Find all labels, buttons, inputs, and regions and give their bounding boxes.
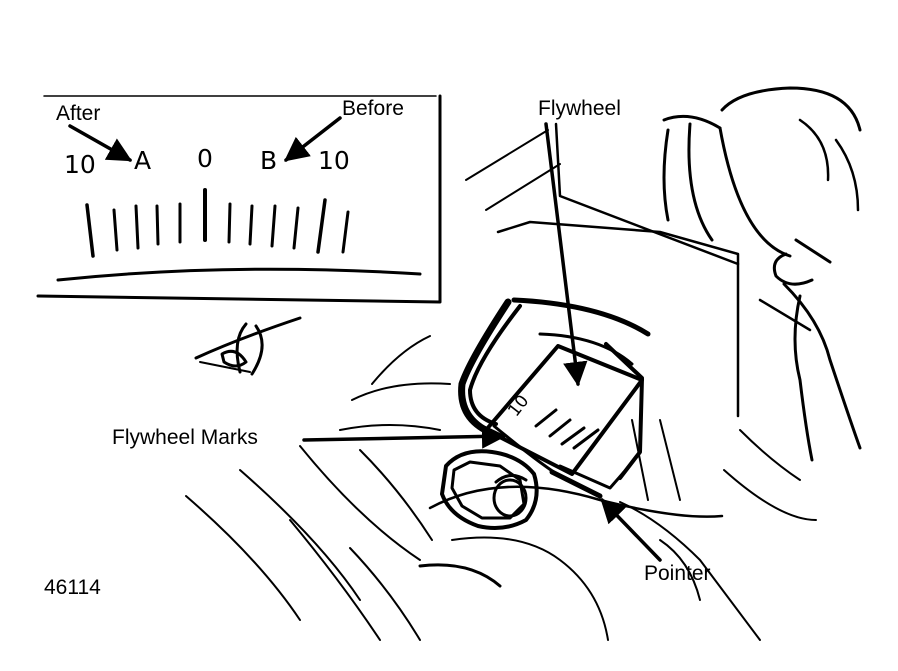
scale-label-zero: 0	[197, 144, 213, 173]
timing-scale-inset	[36, 94, 442, 304]
engine-housing-lines	[185, 122, 761, 641]
inset-callout-arrows	[68, 116, 342, 162]
scale-label-before-letter: B	[260, 146, 278, 175]
before-label: Before	[342, 97, 404, 120]
scale-tick-marks	[85, 188, 350, 258]
rotation-symbol	[194, 316, 302, 376]
scale-label-right-ten: 10	[318, 146, 350, 175]
after-label: After	[56, 102, 101, 125]
mounting-nut	[440, 449, 539, 530]
callout-arrows	[302, 122, 662, 562]
scale-label-after-letter: A	[134, 146, 152, 175]
figure-number: 46114	[44, 576, 101, 599]
hose-assembly	[659, 86, 862, 601]
flywheel-marks-label: Flywheel Marks	[112, 426, 258, 449]
scale-label-left-ten: 10	[64, 150, 96, 179]
timing-pointer	[549, 464, 626, 499]
pointer-label: Pointer	[644, 562, 711, 585]
flywheel-timing-marks	[534, 408, 600, 450]
flywheel-label: Flywheel	[538, 97, 621, 120]
timing-window	[458, 297, 651, 480]
